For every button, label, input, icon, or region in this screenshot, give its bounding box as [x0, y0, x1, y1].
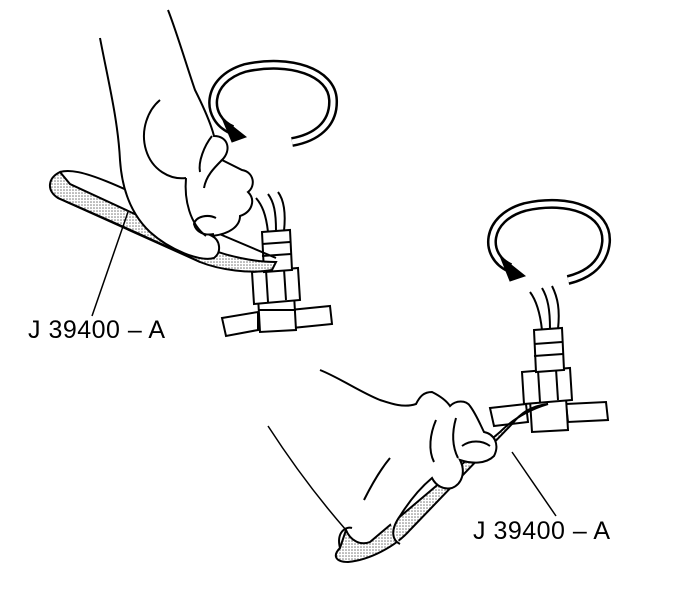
rotation-arrow-icon-top — [208, 59, 338, 147]
tool-callout-label-top: J 39400 – A — [28, 316, 166, 344]
hand-top — [99, 9, 254, 260]
rotation-arrow-icon-bottom — [487, 198, 611, 285]
hand-bottom — [319, 369, 498, 545]
arm-outline-bottom — [267, 425, 347, 531]
sensor-assembly-bottom — [488, 285, 610, 434]
leader-line-bottom — [511, 451, 557, 517]
tool-callout-label-bottom: J 39400 – A — [473, 517, 611, 545]
leader-line-top — [91, 211, 129, 317]
